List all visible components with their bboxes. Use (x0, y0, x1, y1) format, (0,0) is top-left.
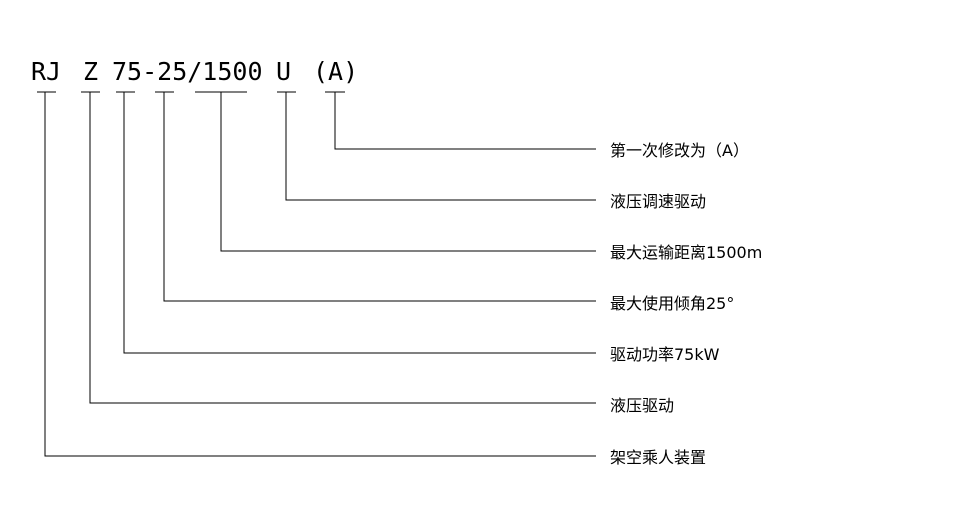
leader-max-angle (155, 91, 596, 302)
code-u: U (276, 57, 292, 86)
desc-aerial-ropeway: 架空乘人装置 (610, 448, 707, 467)
code-revision: (A) (313, 57, 359, 86)
leader-aerial-ropeway (37, 91, 596, 457)
leader-max-distance (195, 91, 596, 252)
desc-max-angle: 最大使用倾角25° (610, 294, 735, 313)
leader-max-distance-path (220, 92, 596, 252)
leader-aerial-ropeway-path (44, 92, 596, 457)
leader-drive-power-path (123, 92, 596, 354)
code-z: Z (83, 57, 99, 86)
leader-speed-drive (277, 91, 596, 201)
desc-hydraulic-speed-drive: 液压调速驱动 (610, 192, 707, 211)
leader-hydraulic-drive (81, 91, 596, 404)
desc-drive-power: 驱动功率75kW (610, 345, 720, 364)
code-rj: RJ (31, 57, 62, 86)
desc-revision: 第一次修改为（A） (610, 141, 749, 160)
leader-revision-path (334, 92, 596, 150)
desc-hydraulic-drive: 液压驱动 (610, 396, 675, 415)
leader-revision (325, 91, 596, 150)
leader-speed-drive-path (285, 92, 596, 201)
leader-drive-power (116, 91, 596, 354)
desc-max-distance: 最大运输距离1500m (610, 243, 763, 262)
leader-max-angle-path (163, 92, 596, 302)
code-spec: 75-25/1500 (112, 57, 263, 86)
leader-hydraulic-drive-path (89, 92, 596, 404)
